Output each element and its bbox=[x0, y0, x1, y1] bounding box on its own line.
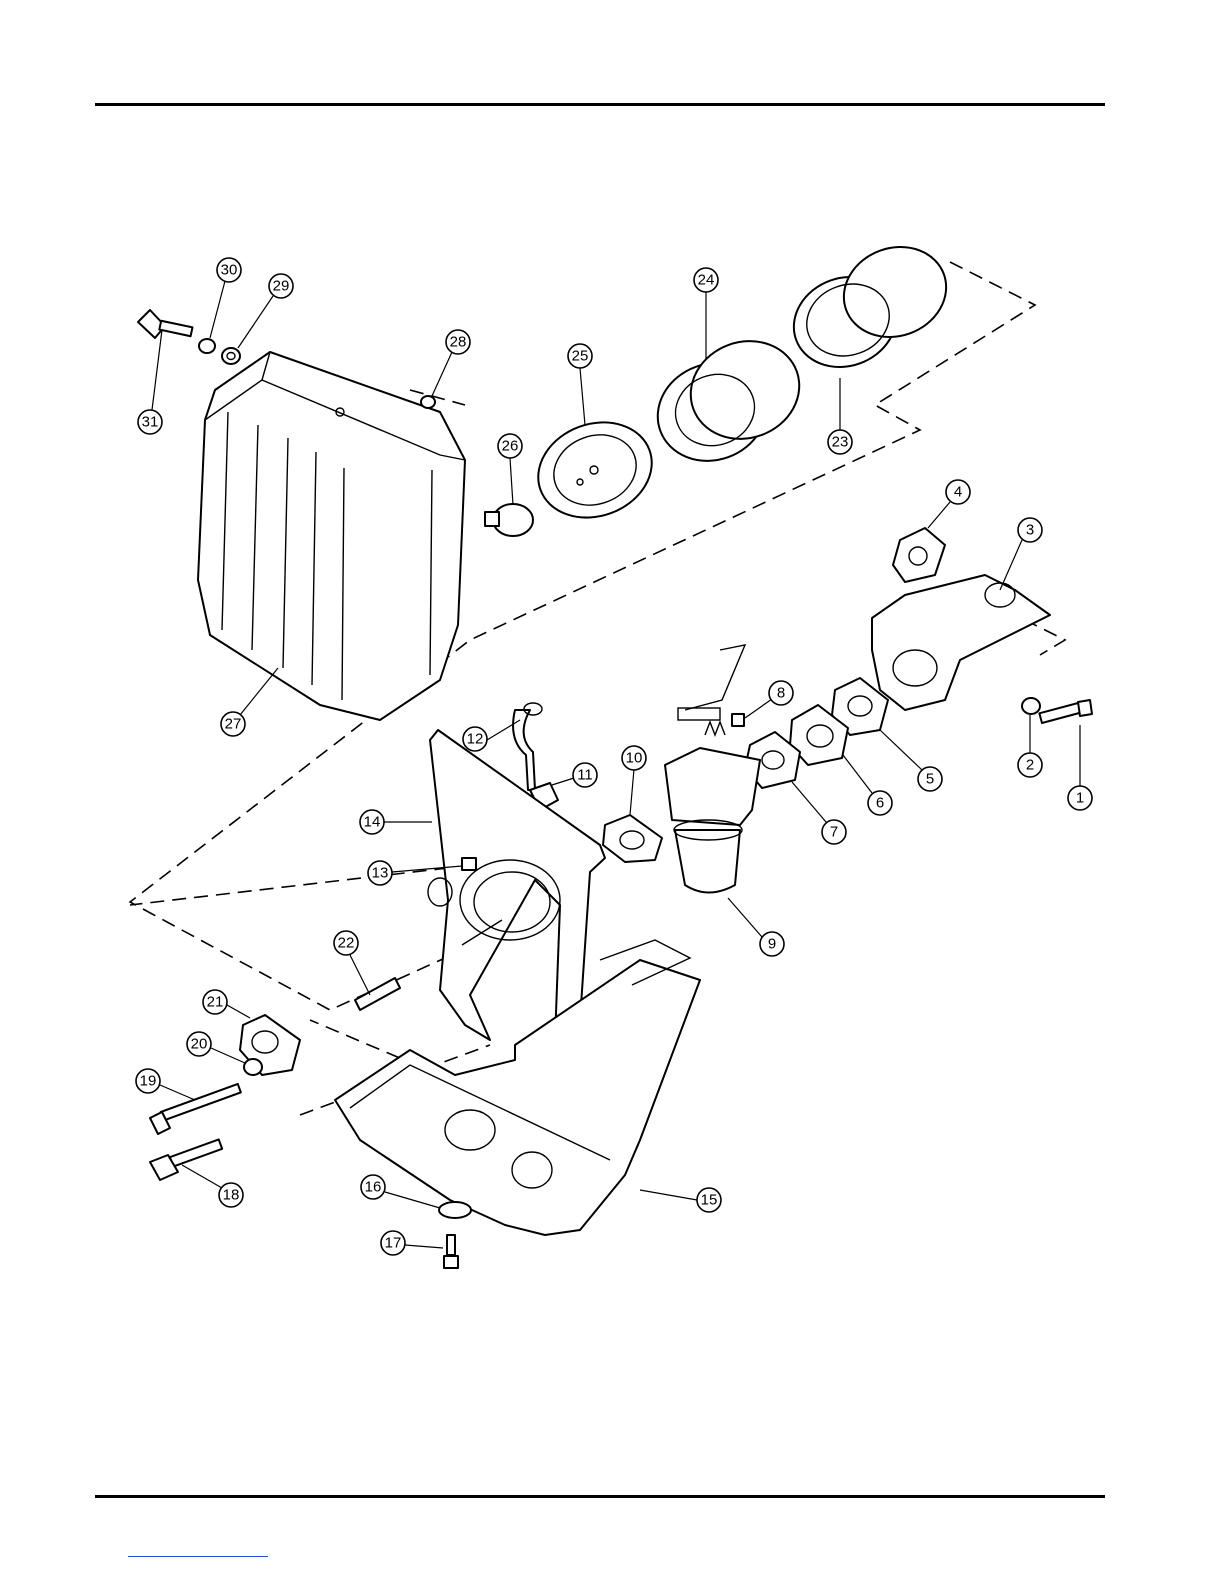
wing-nut bbox=[485, 504, 533, 536]
callout-number: 28 bbox=[450, 334, 467, 351]
callout-28: 28 bbox=[446, 330, 470, 354]
pre-cleaner-element bbox=[525, 407, 665, 533]
callout-number: 14 bbox=[364, 814, 381, 831]
callout-21: 21 bbox=[203, 990, 227, 1014]
callout-number: 25 bbox=[572, 348, 589, 365]
callout-number: 29 bbox=[273, 278, 290, 295]
callout-number: 31 bbox=[142, 414, 159, 431]
callout-number: 4 bbox=[954, 484, 962, 501]
callout-number: 16 bbox=[365, 1179, 382, 1196]
callout-9: 9 bbox=[760, 932, 784, 956]
callout-number: 24 bbox=[698, 272, 715, 289]
callout-number: 6 bbox=[876, 795, 884, 812]
washer-16 bbox=[439, 1202, 471, 1218]
callout-number: 13 bbox=[372, 865, 389, 882]
screw-17 bbox=[444, 1235, 458, 1268]
callout-number: 12 bbox=[467, 731, 484, 748]
paper-filter-element bbox=[644, 326, 813, 476]
callout-number: 7 bbox=[830, 824, 838, 841]
callout-number: 30 bbox=[221, 262, 238, 279]
washer-2 bbox=[1022, 698, 1040, 714]
callout-1: 1 bbox=[1068, 786, 1092, 810]
callout-31: 31 bbox=[138, 410, 162, 434]
callout-number: 10 bbox=[626, 750, 643, 767]
callout-10: 10 bbox=[622, 746, 646, 770]
callout-15: 15 bbox=[697, 1188, 721, 1212]
callout-number: 8 bbox=[777, 685, 785, 702]
callout-12: 12 bbox=[463, 727, 487, 751]
callout-number: 2 bbox=[1026, 757, 1034, 774]
callout-number: 17 bbox=[385, 1235, 402, 1252]
callout-16: 16 bbox=[361, 1175, 385, 1199]
washer-20 bbox=[244, 1059, 262, 1075]
callout-22: 22 bbox=[334, 931, 358, 955]
callout-number: 21 bbox=[207, 994, 224, 1011]
callout-8: 8 bbox=[769, 681, 793, 705]
callout-4: 4 bbox=[946, 480, 970, 504]
callout-23: 23 bbox=[828, 430, 852, 454]
callout-number: 22 bbox=[338, 935, 355, 952]
gasket-10 bbox=[603, 815, 662, 862]
breather-tube bbox=[513, 703, 542, 790]
carburetor bbox=[665, 645, 760, 893]
callout-20: 20 bbox=[187, 1032, 211, 1056]
callout-18: 18 bbox=[219, 1183, 243, 1207]
callout-7: 7 bbox=[822, 820, 846, 844]
callout-13: 13 bbox=[368, 861, 392, 885]
long-bolt-19 bbox=[150, 1084, 241, 1134]
cover-knob-bolt bbox=[138, 310, 192, 338]
callout-24: 24 bbox=[694, 268, 718, 292]
callout-27: 27 bbox=[221, 712, 245, 736]
washer-28 bbox=[421, 396, 435, 408]
callout-number: 19 bbox=[140, 1073, 157, 1090]
callout-30: 30 bbox=[217, 258, 241, 282]
callout-number: 5 bbox=[926, 771, 934, 788]
callout-19: 19 bbox=[136, 1069, 160, 1093]
callout-number: 15 bbox=[701, 1192, 718, 1209]
callout-6: 6 bbox=[868, 791, 892, 815]
callout-number: 9 bbox=[768, 936, 776, 953]
callout-number: 26 bbox=[502, 438, 519, 455]
callout-25: 25 bbox=[568, 344, 592, 368]
callout-2: 2 bbox=[1018, 753, 1042, 777]
callout-number: 18 bbox=[223, 1187, 240, 1204]
outer-filter-sleeve bbox=[781, 233, 959, 381]
spacer-22 bbox=[355, 978, 400, 1010]
callout-number: 11 bbox=[577, 767, 593, 784]
callout-number: 20 bbox=[191, 1036, 208, 1053]
fitting-8 bbox=[732, 714, 744, 726]
washer-29 bbox=[222, 348, 240, 364]
gasket-4 bbox=[893, 528, 945, 582]
callout-26: 26 bbox=[498, 434, 522, 458]
callout-number: 1 bbox=[1076, 790, 1084, 807]
washer-30 bbox=[199, 339, 215, 353]
bolt-1 bbox=[1039, 700, 1092, 723]
callout-17: 17 bbox=[381, 1231, 405, 1255]
callout-11: 11 bbox=[573, 763, 597, 787]
callout-5: 5 bbox=[918, 767, 942, 791]
callout-29: 29 bbox=[269, 274, 293, 298]
intake-elbow bbox=[872, 575, 1050, 710]
callout-3: 3 bbox=[1018, 518, 1042, 542]
flange-bolt-18 bbox=[150, 1139, 222, 1180]
callout-number: 3 bbox=[1026, 522, 1034, 539]
callout-14: 14 bbox=[360, 810, 384, 834]
callout-number: 23 bbox=[832, 434, 849, 451]
callout-number: 27 bbox=[225, 716, 242, 733]
